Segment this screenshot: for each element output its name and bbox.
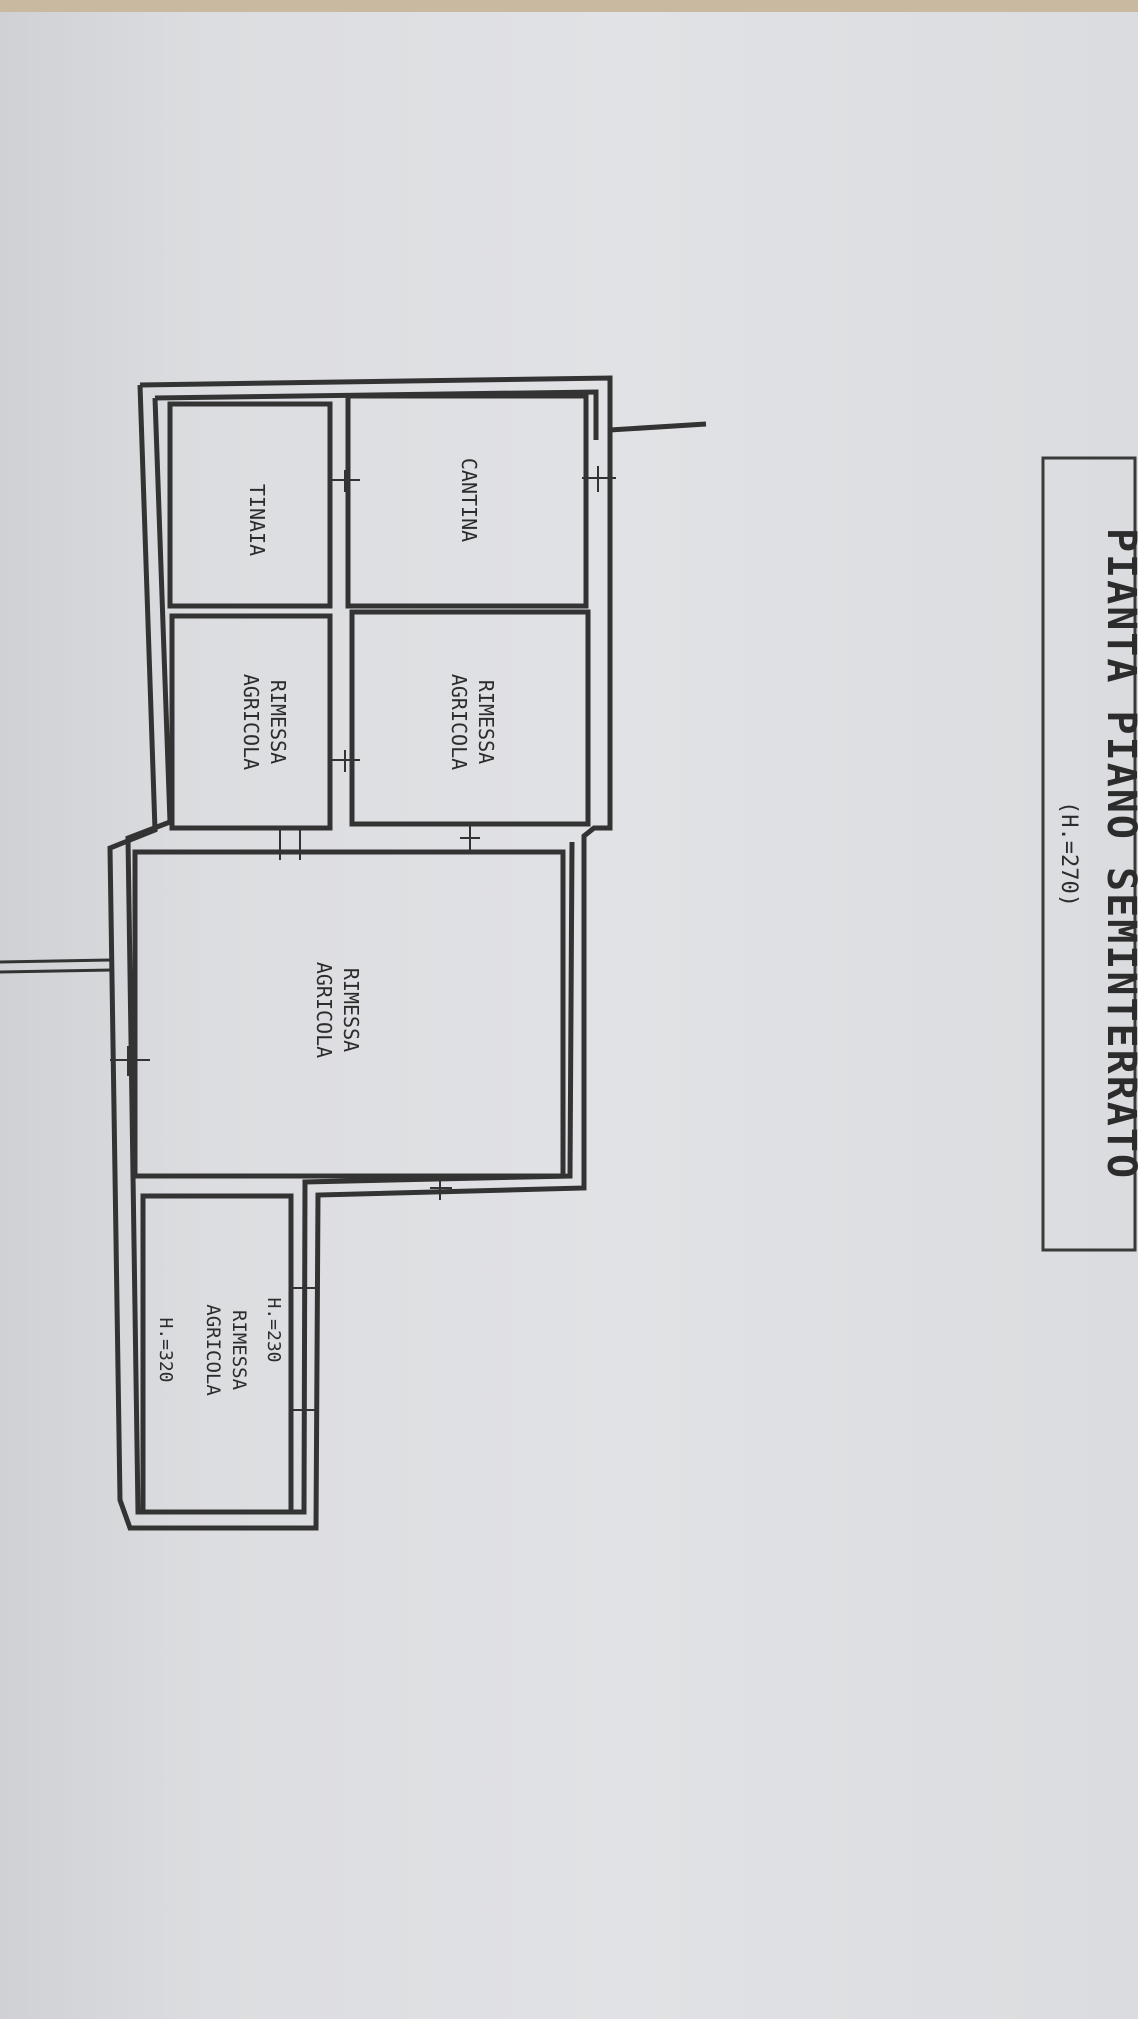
room-label-rimessa-right-1: RIMESSA [474, 680, 498, 764]
room-label-rimessa-large-2: AGRICOLA [312, 962, 336, 1058]
wall-top-outer [139, 375, 707, 433]
room-label-rimessa-right-2: AGRICOLA [447, 674, 471, 770]
title-block: PIANTA PIANO SEMINTERRATO (H.=270) [1041, 456, 1138, 1252]
table-edge [0, 0, 1138, 12]
wall-outline [107, 384, 613, 1531]
wall-stub-left [0, 958, 113, 974]
door-marks [110, 466, 616, 1420]
room-labels: TINAIA CANTINA RIMESSA AGRICOLA RIMESSA … [155, 458, 498, 1396]
room-label-tinaia: TINAIA [245, 484, 269, 556]
room-label-rimessa-left-1: RIMESSA [266, 680, 290, 764]
wall-rimessa-small [140, 1193, 294, 1515]
wall-rimessa-left [169, 613, 333, 831]
room-height-label-320: H.=320 [155, 1317, 176, 1382]
wall-rimessa-large [132, 849, 566, 1179]
wall-top-inner [154, 389, 599, 440]
room-label-rimessa-small-1: RIMESSA [228, 1310, 250, 1391]
room-label-rimessa-small-2: AGRICOLA [202, 1304, 224, 1396]
title-frame [1041, 456, 1137, 1252]
wall-tinaia [167, 401, 333, 609]
plan-subtitle: (H.=270) [1056, 801, 1081, 907]
room-height-label-230: H.=230 [263, 1297, 284, 1362]
walls [0, 375, 707, 1531]
wall-cantina [345, 393, 589, 609]
plan-title: PIANTA PIANO SEMINTERRATO [1098, 528, 1138, 1180]
room-label-cantina: CANTINA [457, 458, 481, 542]
room-label-rimessa-large-1: RIMESSA [339, 968, 363, 1052]
room-label-rimessa-left-2: AGRICOLA [239, 674, 263, 770]
